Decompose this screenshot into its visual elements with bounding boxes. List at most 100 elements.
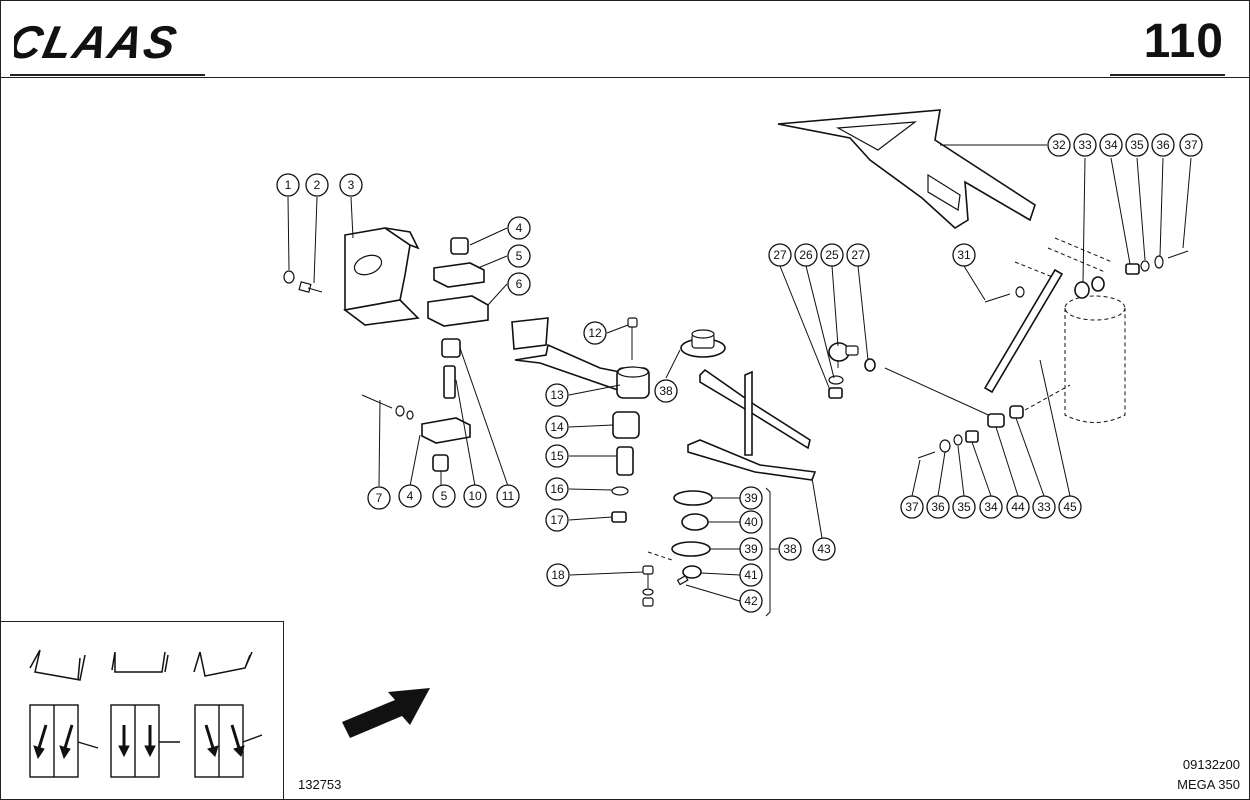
part-35-washer-top	[1140, 260, 1150, 272]
callout-6: 6	[507, 272, 531, 296]
callout-label: 7	[376, 491, 383, 505]
callout-circle	[545, 444, 569, 468]
callout-12: 12	[583, 321, 607, 345]
callout-circle	[1032, 495, 1056, 519]
callout-circle	[546, 563, 570, 587]
part-5-block-lower	[421, 417, 471, 444]
part-36-washer-top	[1154, 255, 1164, 269]
callout-circle	[1006, 495, 1030, 519]
leader-lines	[287, 144, 1192, 617]
callout-circle	[812, 537, 836, 561]
callout-circle	[739, 510, 763, 534]
part-27-nut-b	[864, 358, 876, 372]
callout-37: 37	[900, 495, 924, 519]
header-divider	[0, 77, 1250, 78]
part-37-bolt-top	[1167, 250, 1189, 259]
part-14-bush	[612, 411, 640, 439]
callout-label: 39	[744, 491, 758, 505]
callout-circle	[339, 173, 363, 197]
callout-circle	[794, 243, 818, 267]
callout-15: 15	[545, 444, 569, 468]
callout-circle	[545, 415, 569, 439]
callout-label: 36	[931, 500, 945, 514]
callout-label: 34	[1104, 138, 1118, 152]
callout-circle	[507, 272, 531, 296]
callout-label: 32	[1052, 138, 1066, 152]
callout-label: 35	[1130, 138, 1144, 152]
part-39-disc-lower	[671, 541, 711, 557]
callout-18: 18	[546, 563, 570, 587]
callout-circle	[979, 495, 1003, 519]
callout-label: 33	[1078, 138, 1092, 152]
part-32-plate	[777, 109, 1036, 229]
part-37-bolt	[917, 451, 936, 459]
part-3-bracket	[343, 227, 420, 326]
brand-logo: CLAAS	[14, 18, 183, 63]
callout-16: 16	[545, 477, 569, 501]
callout-label: 25	[825, 248, 839, 262]
callout-40: 40	[739, 510, 763, 534]
callout-circle	[739, 563, 763, 587]
model-name: MEGA 350	[1177, 777, 1240, 792]
callout-label: 34	[984, 500, 998, 514]
callout-circle	[654, 379, 678, 403]
callout-33: 33	[1073, 133, 1097, 157]
part-38-hub	[680, 329, 726, 358]
callout-label: 16	[550, 482, 564, 496]
callout-39: 39	[739, 486, 763, 510]
callout-27: 27	[846, 243, 870, 267]
callout-label: 42	[744, 594, 758, 608]
callout-label: 37	[1184, 138, 1198, 152]
callout-circle	[305, 173, 329, 197]
page-number: 110	[1143, 15, 1224, 68]
callout-label: 10	[468, 489, 482, 503]
brand-logo-text: CLAAS	[14, 18, 183, 63]
part-36-washer	[939, 439, 951, 453]
part-43-frame	[687, 368, 817, 481]
callout-1: 1	[276, 173, 300, 197]
part-33-bearing-top-b	[1091, 276, 1105, 292]
callout-35: 35	[952, 495, 976, 519]
callout-36: 36	[926, 495, 950, 519]
callout-label: 37	[905, 500, 919, 514]
part-6-block	[427, 295, 489, 327]
callout-38: 38	[778, 537, 802, 561]
part-33-bearing-top	[1074, 281, 1090, 299]
callout-10: 10	[463, 484, 487, 508]
callout-label: 38	[783, 542, 797, 556]
callout-14: 14	[545, 415, 569, 439]
swath-arrow-icon	[29, 704, 263, 778]
callout-label: 35	[957, 500, 971, 514]
callout-label: 31	[957, 248, 971, 262]
drawing-number: 132753	[298, 777, 342, 792]
callout-33: 33	[1032, 495, 1056, 519]
callout-circle	[507, 216, 531, 240]
callout-label: 15	[550, 449, 564, 463]
part-33-bearing	[1009, 405, 1024, 419]
part-4-bush-lower	[432, 454, 449, 472]
callout-label: 36	[1156, 138, 1170, 152]
part-31-bolt	[984, 286, 1025, 303]
part-35-washer	[953, 434, 963, 446]
callout-label: 2	[314, 178, 321, 192]
legend-box	[1, 621, 284, 799]
callout-circle	[276, 173, 300, 197]
callout-circle	[1179, 133, 1203, 157]
callout-34: 34	[1099, 133, 1123, 157]
part-17-nut	[611, 511, 627, 523]
part-45-rod	[983, 268, 1064, 394]
callout-label: 41	[744, 568, 758, 582]
callout-label: 1	[285, 178, 292, 192]
callout-label: 26	[799, 248, 813, 262]
callout-label: 40	[744, 515, 758, 529]
callout-42: 42	[739, 589, 763, 613]
callout-label: 4	[407, 489, 414, 503]
callout-35: 35	[1125, 133, 1149, 157]
swath-direction-arrows	[33, 724, 245, 760]
part-5-block	[433, 262, 485, 288]
callout-label: 4	[516, 221, 523, 235]
page-number-underline	[1110, 74, 1225, 76]
callout-label: 45	[1063, 500, 1077, 514]
